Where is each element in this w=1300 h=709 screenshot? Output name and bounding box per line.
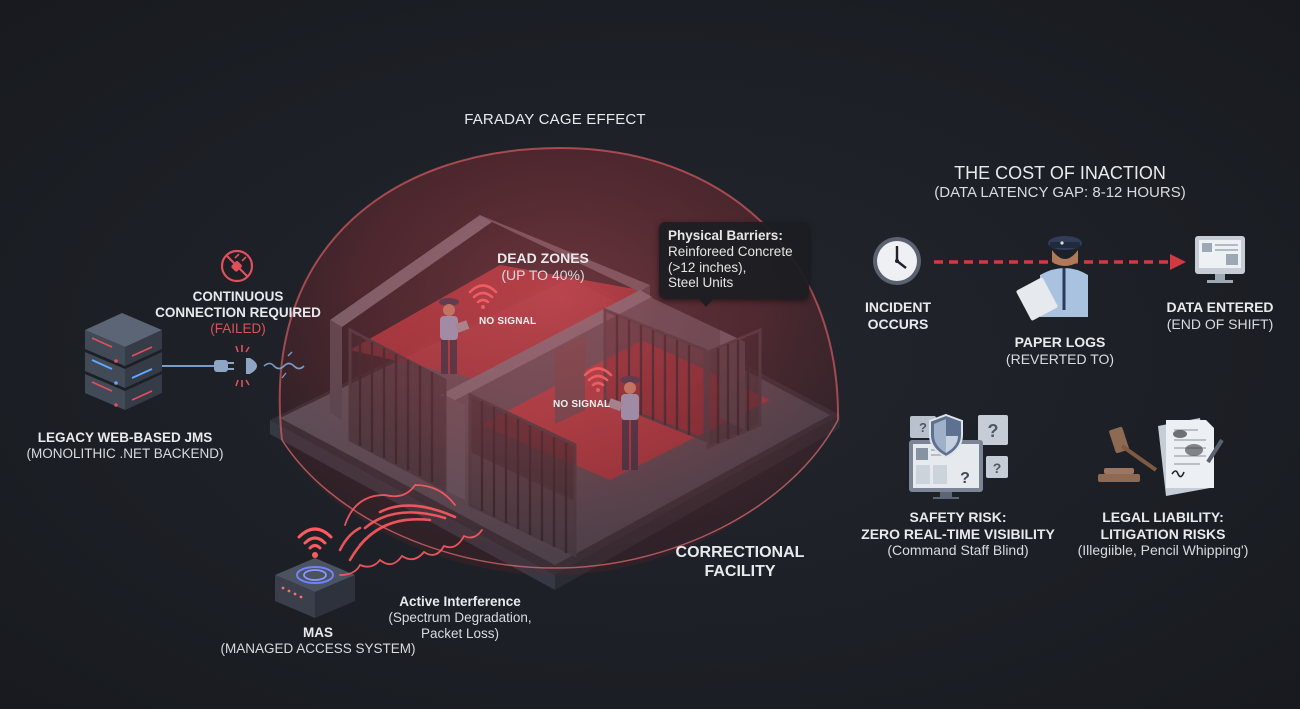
connection-required-label: CONTINUOUS CONNECTION REQUIRED (FAILED) <box>148 289 328 337</box>
interference-title: Active Interference <box>399 594 521 609</box>
server-stack-icon <box>85 313 162 410</box>
active-interference-label: Active Interference (Spectrum Degradatio… <box>380 594 540 642</box>
connection-line2: CONNECTION REQUIRED <box>155 304 321 320</box>
interference-waves <box>338 484 483 576</box>
facility-label-line2: FACILITY <box>704 562 776 580</box>
no-signal-label-1: NO SIGNAL <box>479 316 537 327</box>
dead-zones-subtitle: (UP TO 40%) <box>501 266 585 283</box>
physical-barriers-line1: Reinforeed Concrete <box>668 243 793 259</box>
svg-text:?: ? <box>960 470 970 487</box>
safety-risk-title2: ZERO REAL-TIME VISIBILITY <box>861 525 1055 542</box>
physical-barriers-title: Physical Barriers: <box>668 228 783 243</box>
gavel-document-icon <box>1098 418 1224 496</box>
safety-risk-title: SAFETY RISK: <box>909 509 1007 525</box>
legacy-jms-title: LEGACY WEB-BASED JMS <box>37 430 213 445</box>
legal-liability-title2: LITIGATION RISKS <box>1100 525 1226 542</box>
no-signal-label-2: NO SIGNAL <box>553 399 611 410</box>
mas-subtitle: (MANAGED ACCESS SYSTEM) <box>220 640 416 656</box>
safety-risk-subtitle: (Command Staff Blind) <box>887 542 1029 559</box>
cost-of-inaction-header: THE COST OF INACTION (DATA LATENCY GAP: … <box>910 163 1210 202</box>
mas-title: MAS <box>303 625 333 640</box>
mas-label: MAS (MANAGED ACCESS SYSTEM) <box>208 625 428 657</box>
cost-title: THE COST OF INACTION <box>954 163 1166 183</box>
faraday-cage-title: FARADAY CAGE EFFECT <box>440 111 670 129</box>
cost-subtitle: (DATA LATENCY GAP: 8-12 HOURS) <box>934 184 1186 202</box>
router-wifi-icon <box>275 527 355 618</box>
paper-logs-title: PAPER LOGS <box>1014 334 1106 350</box>
legal-liability-title: LEGAL LIABILITY: <box>1102 509 1224 525</box>
svg-text:?: ? <box>919 420 927 435</box>
facility-label-line1: CORRECTIONAL <box>675 544 805 561</box>
clock-icon <box>873 237 921 285</box>
latency-arrow <box>934 254 1186 270</box>
dead-zones-label: DEAD ZONES (UP TO 40%) <box>488 250 598 283</box>
timeline-paper-logs-label: PAPER LOGS (REVERTED TO) <box>995 334 1125 367</box>
physical-barriers-line3: Steel Units <box>668 275 734 291</box>
svg-text:?: ? <box>988 421 999 441</box>
physical-barriers-tooltip: Physical Barriers: Reinforeed Concrete (… <box>659 222 809 308</box>
connection-status: (FAILED) <box>210 320 266 336</box>
incident-line2: OCCURS <box>867 315 929 332</box>
faraday-dome <box>279 148 839 575</box>
interference-line2: Packet Loss) <box>420 625 500 641</box>
timeline-incident-label: INCIDENT OCCURS <box>848 299 948 332</box>
data-entered-subtitle: (END OF SHIFT) <box>1166 315 1274 332</box>
safety-risk-label: SAFETY RISK: ZERO REAL-TIME VISIBILITY (… <box>858 509 1058 559</box>
dead-zones-title: DEAD ZONES <box>497 250 589 266</box>
legacy-jms-subtitle: (MONOLITHIC .NET BACKEND) <box>26 445 224 461</box>
connection-line <box>162 345 305 387</box>
legal-liability-subtitle: (Illegiible, Pencil Whipping') <box>1077 542 1249 559</box>
correctional-facility-label: CORRECTIONAL FACILITY <box>660 544 820 582</box>
incident-line1: INCIDENT <box>864 299 932 315</box>
shield-monitor-question-icon: ? ? ? ? <box>909 413 1008 499</box>
physical-barriers-line2: (>12 inches), <box>668 259 747 275</box>
faraday-title-text: FARADAY CAGE EFFECT <box>464 111 646 128</box>
paper-logs-subtitle: (REVERTED TO) <box>1005 350 1115 367</box>
data-entered-title: DATA ENTERED <box>1166 299 1274 315</box>
svg-text:?: ? <box>993 460 1002 476</box>
legacy-jms-label: LEGACY WEB-BASED JMS (MONOLITHIC .NET BA… <box>10 430 240 462</box>
monitor-icon <box>1195 236 1245 283</box>
no-plug-icon <box>220 249 254 283</box>
officer-clipboard-icon <box>1016 236 1088 321</box>
interference-line1: (Spectrum Degradation, <box>388 609 532 625</box>
timeline-data-entered-label: DATA ENTERED (END OF SHIFT) <box>1160 299 1280 332</box>
legal-liability-label: LEGAL LIABILITY: LITIGATION RISKS (Illeg… <box>1068 509 1258 559</box>
connection-line1: CONTINUOUS <box>192 289 284 304</box>
